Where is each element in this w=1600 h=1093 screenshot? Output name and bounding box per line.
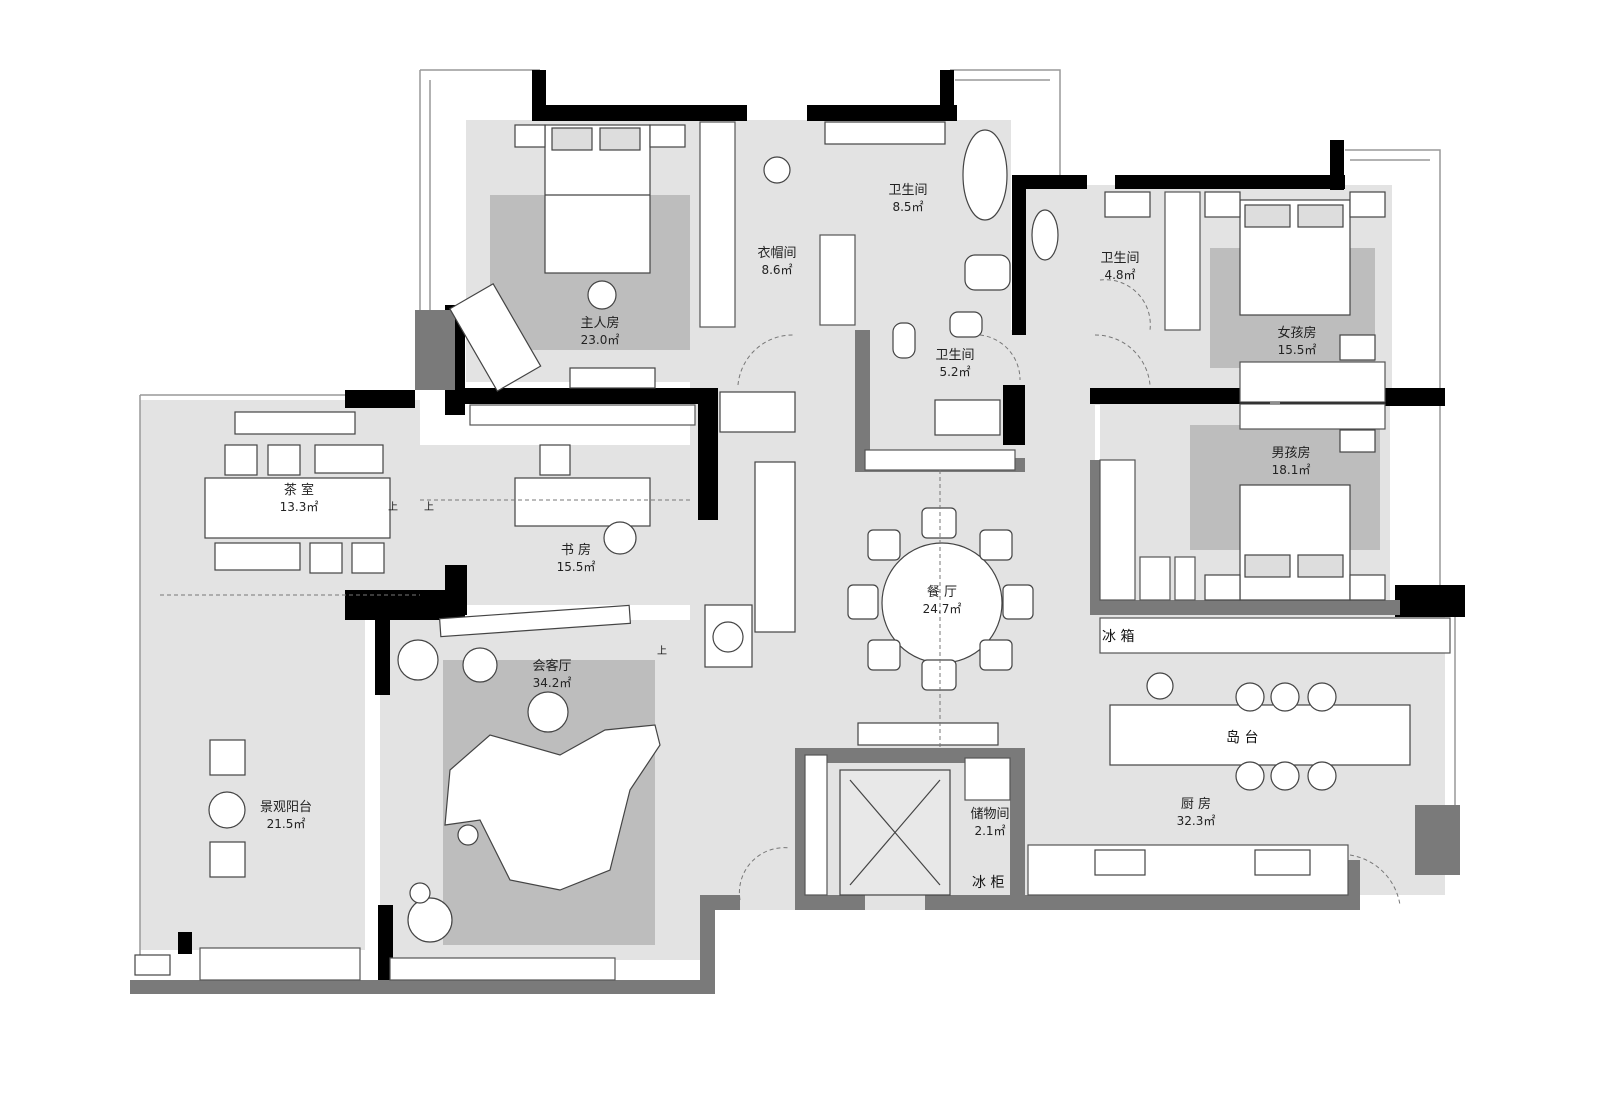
master-bedroom-label: 主人房 23.0㎡ <box>580 316 619 348</box>
room-name: 书 房 <box>560 543 592 558</box>
room-area: 13.3㎡ <box>279 500 319 514</box>
room-area: 34.2㎡ <box>532 676 572 690</box>
room-name: 卫生间 <box>1100 251 1140 266</box>
room-area: 15.5㎡ <box>556 560 596 574</box>
kitchen-island <box>1109 704 1411 766</box>
room-area: 24.7㎡ <box>922 602 962 616</box>
room-area: 21.5㎡ <box>266 817 306 831</box>
storage-label: 储物间 2.1㎡ <box>970 807 1009 839</box>
room-area: 2.1㎡ <box>974 824 1006 838</box>
room-area: 18.1㎡ <box>1271 463 1311 477</box>
study-desk <box>514 477 651 527</box>
tea-room-label: 茶 室 13.3㎡ <box>280 483 319 515</box>
room-area: 4.8㎡ <box>1104 268 1136 282</box>
fridge-label: 冰 箱 <box>1102 629 1135 645</box>
cloakroom-label: 衣帽间 8.6㎡ <box>757 246 796 278</box>
kitchen-label: 厨 房 32.3㎡ <box>1177 797 1216 829</box>
study-label: 书 房 15.5㎡ <box>557 543 596 575</box>
room-area: 23.0㎡ <box>580 333 620 347</box>
furniture <box>134 121 1411 976</box>
stair-up-label-living: 上 <box>657 646 667 657</box>
room-name: 茶 室 <box>283 483 315 498</box>
bath-master-label: 卫生间 8.5㎡ <box>888 183 927 215</box>
room-name: 衣帽间 <box>757 246 797 261</box>
island-label: 岛 台 <box>1226 730 1259 746</box>
boy-room-label: 男孩房 18.1㎡ <box>1271 446 1310 478</box>
door-swings <box>160 279 1401 906</box>
boy-bed <box>1239 484 1351 601</box>
living-label: 会客厅 34.2㎡ <box>532 659 571 691</box>
room-name: 女孩房 <box>1277 326 1317 341</box>
room-area: 15.5㎡ <box>1277 343 1317 357</box>
room-name: 卫生间 <box>888 183 928 198</box>
room-name: 会客厅 <box>532 659 572 674</box>
balcony-label: 景观阳台 21.5㎡ <box>260 800 312 832</box>
bath-right-label: 卫生间 4.8㎡ <box>1100 251 1139 283</box>
bath-center-label: 卫生间 5.2㎡ <box>935 348 974 380</box>
room-name: 男孩房 <box>1271 446 1311 461</box>
room-area: 8.5㎡ <box>892 200 924 214</box>
room-area: 32.3㎡ <box>1176 814 1216 828</box>
room-name: 储物间 <box>970 807 1010 822</box>
bathtub <box>962 129 1008 221</box>
room-area: 8.6㎡ <box>761 263 793 277</box>
dining-label: 餐 厅 24.7㎡ <box>923 585 962 617</box>
living-sofa <box>444 724 661 891</box>
room-name: 卫生间 <box>935 348 975 363</box>
stair-up-label-study: 上 <box>424 502 434 513</box>
cabinets <box>199 121 1451 981</box>
freezer-label: 冰 柜 <box>972 875 1005 891</box>
room-area: 5.2㎡ <box>939 365 971 379</box>
room-name: 景观阳台 <box>259 800 313 815</box>
girl-room-label: 女孩房 15.5㎡ <box>1277 326 1316 358</box>
balcony-floor <box>140 600 365 950</box>
room-name: 餐 厅 <box>926 585 958 600</box>
room-name: 主人房 <box>580 316 620 331</box>
tea-table <box>204 477 391 539</box>
stair-up-label-tea: 上 <box>388 502 398 513</box>
room-name: 厨 房 <box>1180 797 1212 812</box>
